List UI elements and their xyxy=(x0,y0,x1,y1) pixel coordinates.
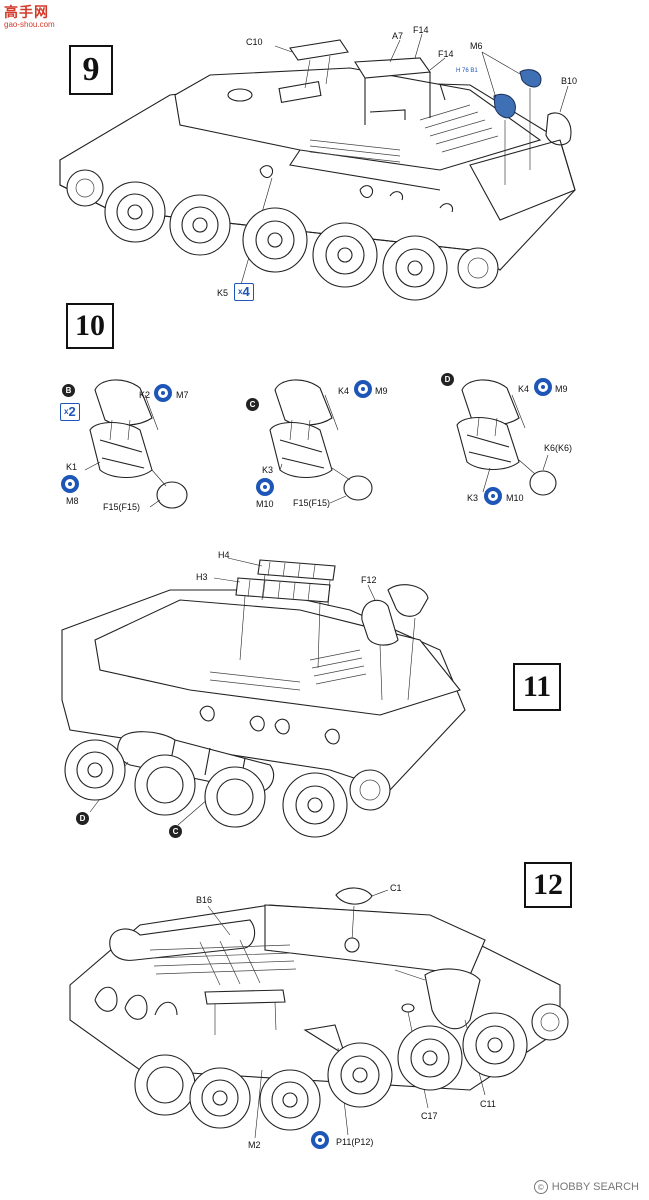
part-label-f14-a: F14 xyxy=(413,25,429,35)
part-label-k3-d: K3 xyxy=(467,493,479,503)
part-label-h4: H4 xyxy=(218,550,230,560)
part-label-f12: F12 xyxy=(361,575,377,585)
part-label-b16: B16 xyxy=(196,895,213,905)
part-label-f15-c: F15(F15) xyxy=(293,498,331,508)
part-label-m2: M2 xyxy=(248,1140,261,1150)
part-label-f15-b: F15(F15) xyxy=(103,502,141,512)
step-number-11: 11 xyxy=(513,663,561,711)
part-label-h3: H3 xyxy=(196,572,208,582)
variant-marker-c-step11: C xyxy=(169,825,182,838)
part-label-m7: M7 xyxy=(176,390,189,400)
step-number-10: 10 xyxy=(66,303,114,349)
step9-tank-drawing xyxy=(59,33,576,301)
variant-marker-b: B xyxy=(62,384,75,397)
part-label-k3-c: K3 xyxy=(262,465,274,475)
quantity-value: 2 xyxy=(68,404,76,419)
watermark-url: gao-shou.com xyxy=(4,20,55,29)
part-label-k2: K2 xyxy=(139,390,151,400)
part-label-m9-c: M9 xyxy=(375,386,388,396)
part-label-c1: C1 xyxy=(390,883,402,893)
footer-brand: HOBBY SEARCH xyxy=(551,1181,639,1193)
quantity-prefix: x xyxy=(238,287,243,296)
part-label-f14-b: F14 xyxy=(438,49,454,59)
paint-icon-m9-c xyxy=(354,380,372,398)
quantity-value: 4 xyxy=(242,284,250,299)
part-label-k1: K1 xyxy=(66,462,78,472)
part-label-m9-d: M9 xyxy=(555,384,568,394)
grille-parts xyxy=(235,559,336,669)
variant-marker-d: D xyxy=(441,373,454,386)
step12-tank-drawing xyxy=(69,887,569,1139)
paint-icon-m10-c xyxy=(256,478,274,496)
drum-c-drawing xyxy=(269,379,373,504)
part-label-c11: C11 xyxy=(480,1099,496,1109)
part-label-k4-c: K4 xyxy=(338,386,350,396)
step10-drum-drawings xyxy=(84,379,557,509)
part-label-c10: C10 xyxy=(246,37,263,47)
part-label-m10-c: M10 xyxy=(256,499,274,509)
part-label-m10-d: M10 xyxy=(506,493,524,503)
quantity-badge-k5: x4 xyxy=(234,283,254,301)
part-label-c17: C17 xyxy=(421,1111,438,1121)
part-label-p11: P11(P12) xyxy=(336,1137,374,1147)
drum-b-drawing xyxy=(84,379,188,509)
step-number-9: 9 xyxy=(69,45,113,95)
step11-tank-drawing xyxy=(61,557,466,838)
watermark-logo: 高手网 xyxy=(4,4,49,20)
step-number-12: 12 xyxy=(524,862,572,908)
part-label-k4-d: K4 xyxy=(518,384,530,394)
paint-icon-m7 xyxy=(154,384,172,402)
paint-icon-m9-d xyxy=(534,378,552,396)
drum-d-drawing xyxy=(456,379,557,496)
part-highlight-badge: H 76 B1 xyxy=(456,68,478,74)
paint-icon-m10-d xyxy=(484,487,502,505)
quantity-prefix: x xyxy=(64,407,69,416)
variant-marker-c: C xyxy=(246,398,259,411)
variant-marker-d-step11: D xyxy=(76,812,89,825)
part-label-k6: K6(K6) xyxy=(544,443,573,453)
part-label-m8: M8 xyxy=(66,496,79,506)
part-label-m6: M6 xyxy=(470,41,483,51)
part-label-k5: K5 xyxy=(217,288,229,298)
paint-icon-m8 xyxy=(61,475,79,493)
copyright-icon: © xyxy=(533,1180,548,1194)
part-label-b10: B10 xyxy=(561,76,578,86)
paint-icon-p11 xyxy=(311,1131,329,1149)
part-label-a7: A7 xyxy=(392,31,404,41)
quantity-badge-b: x2 xyxy=(60,403,80,421)
hobby-search-watermark: © HOBBY SEARCH xyxy=(533,1180,639,1194)
